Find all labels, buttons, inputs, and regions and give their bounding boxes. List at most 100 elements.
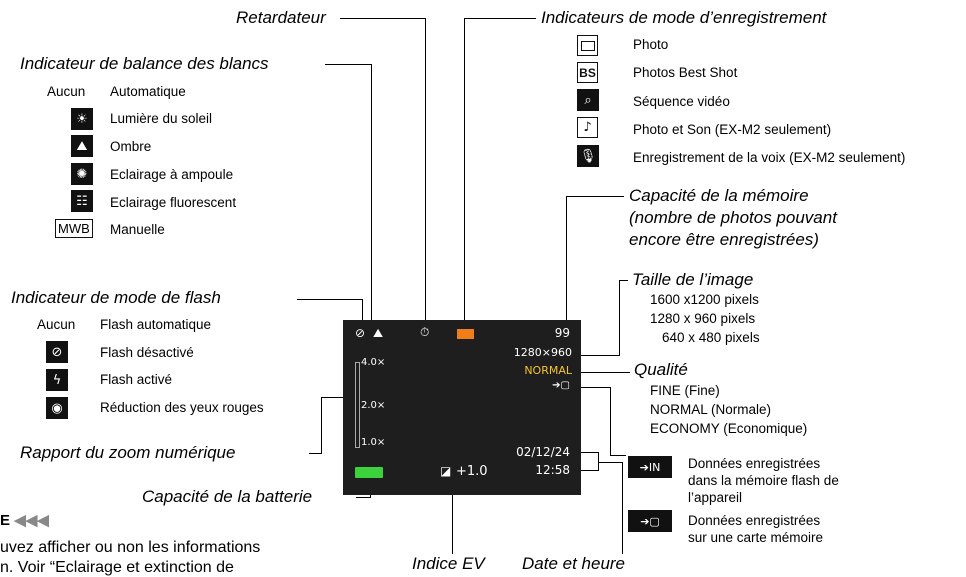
photo-mode-icon [577,35,598,56]
leader-line [452,480,453,554]
retardateur-label: Retardateur [236,8,326,27]
leader-line [309,453,322,454]
leader-line [566,196,624,197]
leader-line [340,18,426,19]
leader-line [371,64,372,320]
leader-line [321,397,322,454]
photo-mode-icon [457,329,474,339]
microphone-icon: 🎙 [577,145,599,167]
leader-line [425,18,426,320]
zoom-tick: 2.0× [361,400,386,411]
leader-line [581,387,611,388]
recording-mode-label: Indicateurs de mode d’enregistrement [541,8,827,27]
note-text: n. Voir “Eclairage et extinction de [0,559,234,576]
time-value: 12:58 [535,463,570,477]
memory-card-icon: ➔▢ [552,380,570,391]
shade-icon: ⛰ [373,326,384,340]
leader-line [610,455,626,456]
ev-label: Indice EV [412,554,485,573]
recording-mode-label: Photo et Son (EX-M2 seulement) [633,122,832,137]
memory-card-icon: ➔▢ [628,510,672,532]
ev-value: +1.0 [456,464,488,479]
flash-off-icon: ⊘ [46,341,68,363]
storage-label: Données enregistrées [688,456,821,471]
leader-line [610,387,611,456]
flash-label: Flash automatique [100,317,212,332]
red-eye-icon: ◉ [46,397,68,419]
flash-on-icon: ϟ [46,369,68,391]
recording-mode-label: Photos Best Shot [633,65,738,80]
storage-label: l’appareil [688,490,743,505]
wb-label: Lumière du soleil [110,111,213,126]
remaining-shots: 99 [554,326,570,340]
flash-label: Flash activé [100,372,173,387]
photo-audio-icon: ♪ [577,117,598,138]
leader-line [619,280,628,281]
note-text: uvez afficher ou non les informations [0,539,261,556]
leader-line [362,299,363,321]
leader-line [464,18,536,19]
internal-memory-icon: ➔IN [628,456,672,478]
flash-label: Réduction des yeux rouges [100,400,264,415]
leader-line [464,18,465,320]
ev-icon: ◪ [440,464,452,478]
flash-key: Aucun [37,317,76,332]
leader-line [581,452,599,453]
sun-icon: ☀ [71,108,93,130]
leader-line [598,452,599,471]
self-timer-icon: ⏱ [420,325,430,339]
leader-line [297,299,363,300]
movie-icon: ⌕ [577,89,599,111]
datetime-label: Date et heure [522,554,626,573]
zoom-tick: 4.0× [361,357,386,368]
image-size-item: 1600 x1200 pixels [650,292,759,307]
storage-label: sur une carte mémoire [688,530,824,545]
camera-screen: ⊘ ⛰ ⏱ 99 1280×960 NORMAL ➔▢ 4.0× 2.0× 1.… [343,320,581,495]
wb-label: Automatique [110,84,186,99]
leader-line [581,355,620,356]
quality-value: NORMAL [524,364,572,377]
best-shot-icon: BS [577,62,598,83]
note-arrows-icon: ◀◀◀ [14,512,49,529]
wb-label: Eclairage fluorescent [110,195,237,210]
quality-item: ECONOMY (Economique) [650,421,808,436]
image-size-item: 640 x 480 pixels [662,330,760,345]
zoom-label: Rapport du zoom numérique [20,443,236,462]
recording-mode-label: Séquence vidéo [633,94,730,109]
quality-item: FINE (Fine) [650,383,720,398]
shade-icon: ⛰ [71,135,93,157]
fluorescent-icon: ☷ [71,190,93,212]
recording-mode-label: Photo [633,37,669,52]
flash-mode-label: Indicateur de mode de flash [11,288,221,307]
storage-label: dans la mémoire flash de [688,473,839,488]
leader-line [598,462,623,463]
leader-line [619,280,620,356]
image-size-item: 1280 x 960 pixels [650,311,756,326]
memory-capacity-label: encore être enregistrées) [629,230,819,249]
image-size-label: Taille de l’image [632,270,754,289]
leader-line [622,462,623,554]
storage-label: Données enregistrées [688,513,821,528]
memory-capacity-label: (nombre de photos pouvant [629,208,837,227]
leader-line [581,372,630,373]
image-size-value: 1280×960 [513,346,572,359]
wb-key: Aucun [47,84,86,99]
wb-label: Ombre [110,139,152,154]
leader-line [566,196,567,320]
leader-line [356,497,370,498]
zoom-tick: 1.0× [361,437,386,448]
recording-mode-label: Enregistrement de la voix (EX-M2 seuleme… [633,150,906,165]
leader-line [321,397,343,398]
leader-line [325,64,372,65]
date-value: 02/12/24 [516,445,570,459]
zoom-bar [355,362,360,448]
bulb-icon: ✺ [71,163,93,185]
wb-label: Eclairage à ampoule [110,167,234,182]
wb-label: Manuelle [110,222,165,237]
note-heading: E ◀◀◀ [0,512,49,529]
battery-label: Capacité de la batterie [142,487,313,506]
battery-icon [355,467,383,478]
flash-label: Flash désactivé [100,345,194,360]
flash-auto-icon: ⊘ [355,326,366,340]
memory-capacity-label: Capacité de la mémoire [629,186,809,205]
